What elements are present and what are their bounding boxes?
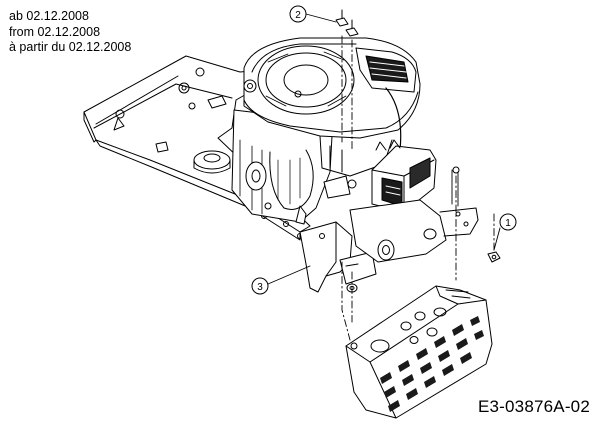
drawing-code: E3-03876A-02 <box>477 397 590 416</box>
callout-1-number: 1 <box>505 218 511 229</box>
side-bracket <box>349 166 479 263</box>
date-line-english: from 02.12.2008 <box>9 24 101 39</box>
callout-3 <box>251 277 269 295</box>
leader-lines <box>267 13 501 285</box>
heat-shield-vents <box>380 316 484 412</box>
callout-1 <box>499 213 517 231</box>
mounting-bracket <box>299 221 377 293</box>
engine <box>231 37 421 225</box>
nut-small <box>487 251 501 263</box>
heat-shield <box>345 285 493 419</box>
callout-3-number: 3 <box>257 282 263 293</box>
date-line-german: ab 02.12.2008 <box>9 9 89 23</box>
callout-2-number: 2 <box>295 10 301 21</box>
date-line-french: à partir du 02.12.2008 <box>9 40 132 54</box>
assembly-lines <box>341 35 495 341</box>
validity-dates: ab 02.12.2008 from 02.12.2008 à partir d… <box>9 9 131 56</box>
bolt-pair <box>335 9 359 37</box>
ignition-module <box>323 139 437 213</box>
callout-2 <box>289 5 307 23</box>
